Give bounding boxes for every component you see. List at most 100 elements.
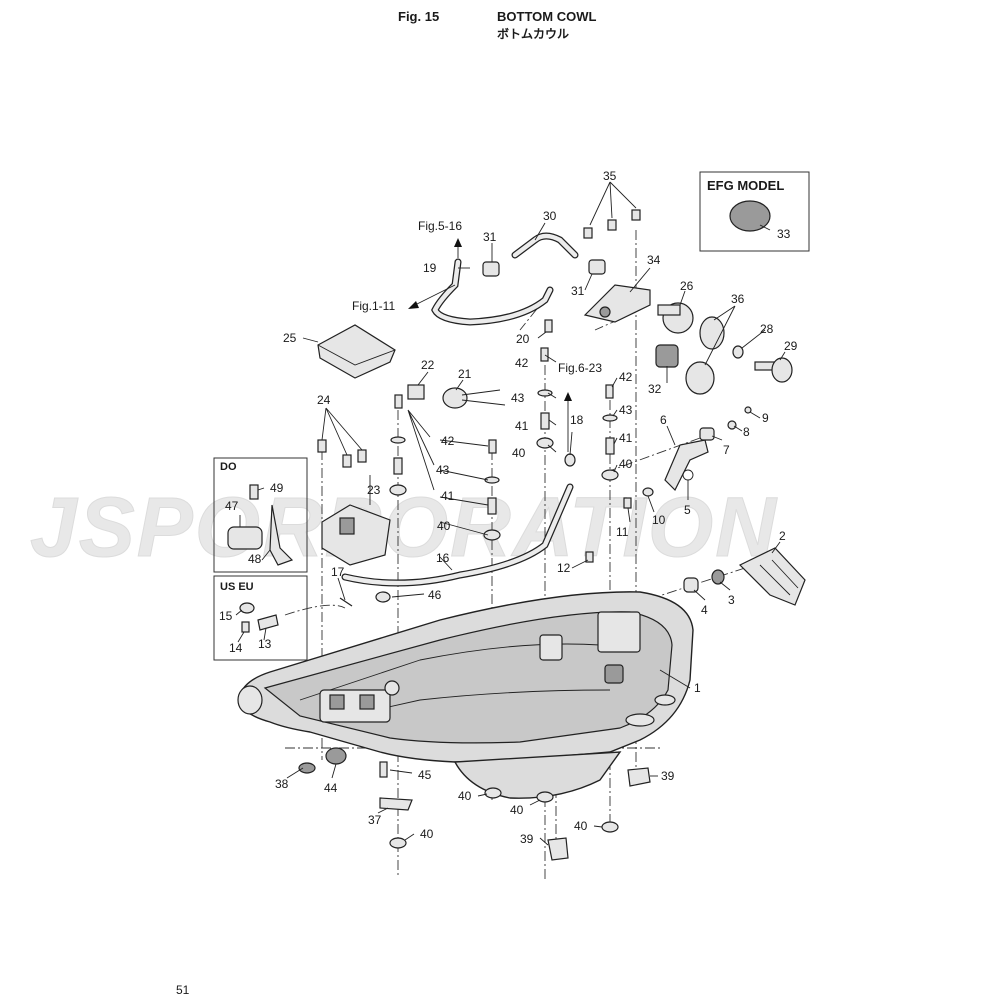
callout-14: 14 — [229, 641, 243, 655]
page-number: 51 — [176, 983, 190, 997]
clip-22 — [407, 384, 425, 400]
do-inset — [213, 457, 308, 573]
callout-15: 15 — [219, 609, 233, 623]
callout-11: 11 — [616, 525, 629, 539]
callout-21: 21 — [458, 367, 472, 381]
callout-5: 5 — [684, 503, 691, 517]
cap-33 — [729, 200, 771, 232]
hose-19 — [431, 258, 554, 326]
callout-34: 34 — [647, 253, 661, 267]
us-eu-label: US EU — [220, 581, 254, 593]
efg-model-label: EFG MODEL — [707, 178, 784, 193]
callout-40: 40 — [512, 446, 526, 460]
callout-24: 24 — [317, 393, 331, 407]
do-parts — [227, 484, 294, 566]
callout-32: 32 — [648, 382, 662, 396]
lever-2 — [738, 547, 806, 606]
washer-8 — [727, 420, 737, 430]
callout-49: 49 — [270, 481, 284, 495]
callout-42: 42 — [515, 356, 529, 370]
callout-40: 40 — [437, 519, 451, 533]
collar-4 — [683, 577, 699, 593]
bolt-11 — [623, 497, 632, 509]
callout-35: 35 — [603, 169, 617, 183]
lever-6 — [664, 439, 709, 492]
watermark-text: JSPORPORATION — [30, 480, 778, 574]
callout-31: 31 — [483, 230, 497, 244]
callout-19: 19 — [423, 261, 437, 275]
callout-4: 4 — [701, 603, 708, 617]
callout-40: 40 — [510, 803, 524, 817]
hose-16 — [341, 483, 574, 587]
figure-title: BOTTOM COWL — [497, 9, 597, 24]
grommet-46 — [375, 591, 391, 603]
callout-26: 26 — [680, 279, 694, 293]
screw-20 — [544, 319, 553, 333]
callout-2: 2 — [779, 529, 786, 543]
callout-17: 17 — [331, 565, 345, 579]
pin-9 — [744, 406, 752, 414]
callout-12: 12 — [557, 561, 571, 575]
callout-1: 1 — [694, 681, 701, 695]
bolts-35 — [583, 209, 641, 239]
callout-30: 30 — [543, 209, 557, 223]
callout-numbers: 35 33 30 31 19 31 34 26 36 28 29 32 20 2… — [219, 169, 798, 846]
plug-29 — [754, 357, 793, 383]
callout-23: 23 — [367, 483, 381, 497]
clip-17 — [339, 597, 353, 607]
callout-43: 43 — [436, 463, 450, 477]
figure-title-japanese: ボトムカウル — [497, 27, 570, 41]
callout-10: 10 — [652, 513, 666, 527]
bolts-42 — [394, 347, 614, 454]
cover-25 — [317, 324, 396, 379]
washer-10 — [642, 487, 654, 497]
callout-39: 39 — [520, 832, 534, 846]
ref-fig-5-16: Fig.5-16 — [418, 219, 462, 233]
o-rings-36 — [685, 316, 725, 395]
callout-22: 22 — [421, 358, 435, 372]
callout-46: 46 — [428, 588, 442, 602]
callout-40: 40 — [420, 827, 434, 841]
us-eu-inset — [213, 575, 308, 661]
callout-8: 8 — [743, 425, 750, 439]
callout-40: 40 — [458, 789, 472, 803]
callout-9: 9 — [762, 411, 769, 425]
callout-28: 28 — [760, 322, 774, 336]
plug-44 — [325, 747, 347, 765]
us-eu-parts — [239, 602, 279, 633]
callout-41: 41 — [441, 489, 455, 503]
collars-41 — [393, 412, 615, 515]
callout-45: 45 — [418, 768, 432, 782]
callout-41: 41 — [619, 431, 633, 445]
collar-7 — [699, 427, 715, 441]
plug-38 — [298, 762, 316, 774]
joint-18 — [564, 453, 576, 467]
washers-43 — [390, 389, 618, 484]
callout-39: 39 — [661, 769, 675, 783]
callout-41: 41 — [515, 419, 529, 433]
bolt-45 — [379, 761, 388, 778]
bottom-cowl — [237, 591, 694, 799]
callout-31: 31 — [571, 284, 585, 298]
grommet-39a — [627, 767, 651, 787]
grommets-40 — [389, 437, 619, 849]
callout-3: 3 — [728, 593, 735, 607]
grommet-26 — [657, 302, 694, 334]
callout-44: 44 — [324, 781, 338, 795]
plate-34 — [583, 284, 651, 323]
callout-36: 36 — [731, 292, 745, 306]
efg-model-inset — [699, 171, 810, 252]
callout-42: 42 — [441, 434, 455, 448]
grommet-32 — [655, 344, 679, 368]
seal-3 — [711, 569, 725, 585]
callout-42: 42 — [619, 370, 633, 384]
callout-40: 40 — [619, 457, 633, 471]
callout-7: 7 — [723, 443, 730, 457]
ref-fig-1-11: Fig.1-11 — [352, 299, 395, 313]
clamp-31 — [482, 259, 606, 277]
callout-37: 37 — [368, 813, 382, 827]
seal-37 — [379, 797, 413, 811]
callout-18: 18 — [570, 413, 584, 427]
ring-28 — [732, 345, 744, 359]
